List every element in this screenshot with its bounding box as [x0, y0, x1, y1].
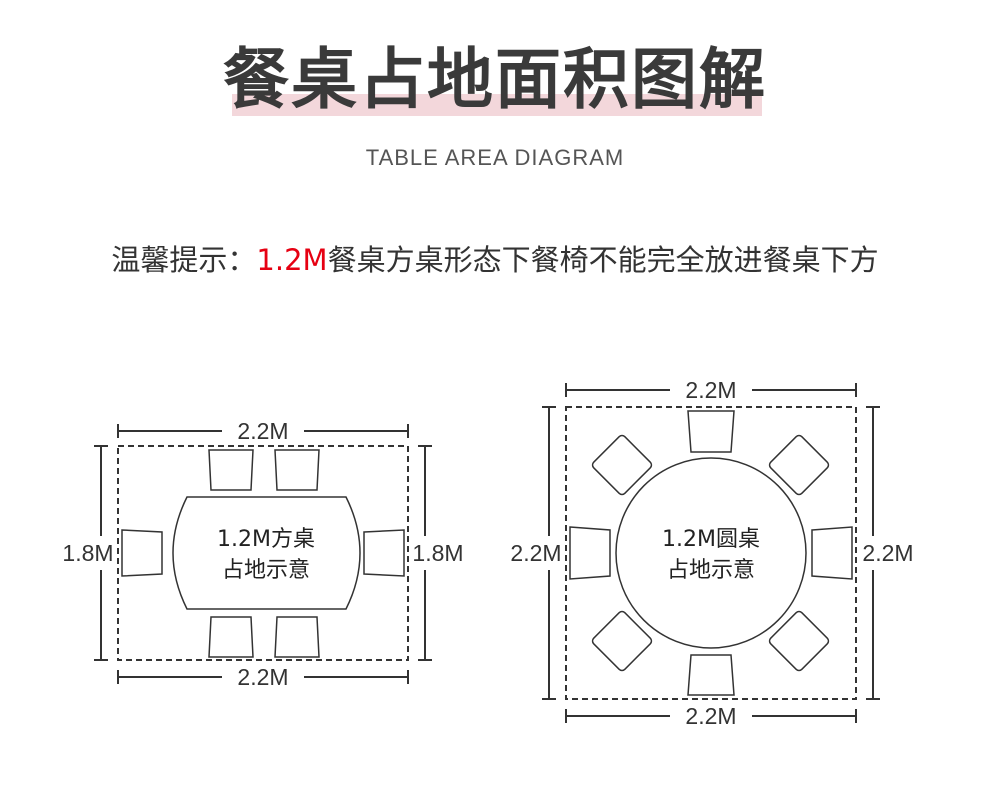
- square-depth-left-label: 1.8M: [62, 540, 113, 566]
- round-table-top: [615, 457, 807, 649]
- chair-icon: [687, 410, 735, 453]
- chair-icon: [811, 526, 853, 580]
- round-table-footprint-outline: [565, 406, 857, 700]
- round-table-diagram: 2.2M 2.2M 2.2M 2.2M: [510, 377, 913, 729]
- tip-suffix: 餐桌方桌形态下餐椅不能完全放进餐桌下方: [327, 243, 879, 277]
- round-depth-right-label: 2.2M: [862, 540, 913, 566]
- chair-icon: [687, 654, 735, 696]
- round-depth-left-label: 2.2M: [510, 540, 561, 566]
- chair-icon: [208, 449, 254, 491]
- round-top-dimension: 2.2M: [565, 377, 857, 403]
- round-width-top-label: 2.2M: [685, 377, 736, 403]
- square-width-top-label: 2.2M: [237, 418, 288, 444]
- tip-highlight: 1.2M: [256, 243, 328, 277]
- square-table-label-line1: 1.2M方桌: [217, 527, 315, 552]
- round-bottom-dimension: 2.2M: [565, 703, 857, 729]
- tip-text: 温馨提示：1.2M餐桌方桌形态下餐椅不能完全放进餐桌下方: [0, 240, 990, 280]
- chair-icon: [274, 449, 320, 491]
- square-table-label-line2: 占地示意: [222, 558, 310, 583]
- square-bottom-dimension: 2.2M: [117, 664, 409, 690]
- round-left-dimension: 2.2M: [510, 406, 562, 700]
- round-table-label-line2: 占地示意: [667, 558, 755, 583]
- square-top-dimension: 2.2M: [117, 418, 409, 444]
- chair-icon: [591, 434, 653, 496]
- chair-icon: [768, 434, 830, 496]
- chair-icon: [274, 616, 320, 658]
- title-block: 餐桌占地面积图解: [0, 40, 990, 130]
- page-title: 餐桌占地面积图解: [223, 41, 767, 118]
- square-table-diagram: 2.2M 2.2M 1.8M 1.8M: [62, 418, 463, 690]
- square-right-dimension: 1.8M: [412, 445, 464, 661]
- chair-icon: [363, 529, 405, 577]
- square-table-top: [172, 496, 361, 610]
- square-depth-right-label: 1.8M: [412, 540, 463, 566]
- chair-icon: [768, 610, 830, 672]
- tip-prefix: 温馨提示：: [111, 243, 257, 277]
- square-table-footprint-outline: [117, 445, 409, 661]
- chair-icon: [121, 529, 163, 577]
- chair-icon: [569, 526, 611, 580]
- title-underline-band: [232, 94, 762, 116]
- round-width-bottom-label: 2.2M: [685, 703, 736, 729]
- square-width-bottom-label: 2.2M: [237, 664, 288, 690]
- round-right-dimension: 2.2M: [862, 406, 914, 700]
- page-subtitle: TABLE AREA DIAGRAM: [365, 145, 625, 170]
- round-table-label-line1: 1.2M圆桌: [662, 527, 760, 552]
- chair-icon: [591, 610, 653, 672]
- square-left-dimension: 1.8M: [62, 445, 114, 661]
- chair-icon: [208, 616, 254, 658]
